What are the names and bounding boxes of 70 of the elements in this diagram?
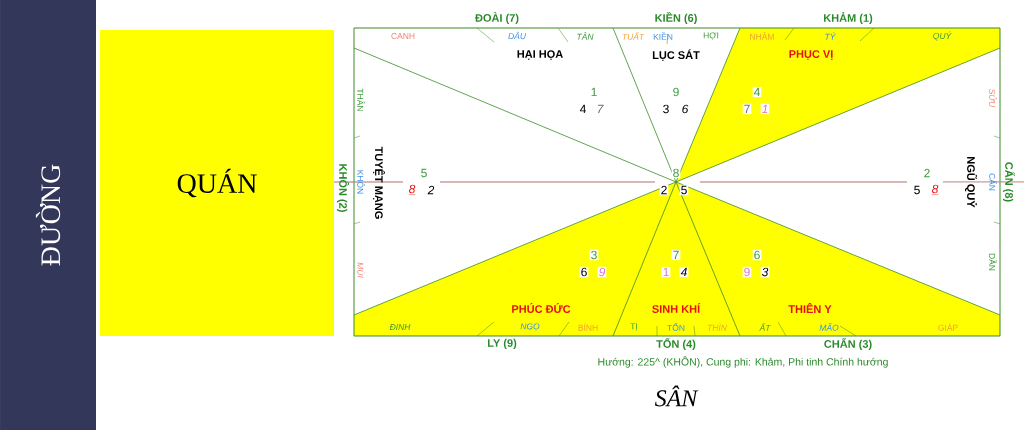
sector-label: LỤC SÁT xyxy=(652,49,700,61)
note: Hướng: 225^ (KHÔN), Cung phi: Khảm, Phi tinh Chính hướng xyxy=(598,356,888,368)
mountain-label: NGỌ xyxy=(520,323,540,331)
mountain-label: HỢI xyxy=(703,32,719,40)
compass-heading: LY (9) xyxy=(487,338,517,350)
sector-label: HẠI HỌA xyxy=(517,50,563,60)
star-number: 4 xyxy=(679,266,689,278)
star-number: 2 xyxy=(427,185,435,195)
star-number: 9 xyxy=(742,266,752,278)
compass-heading: KHẢM (1) xyxy=(824,11,873,25)
star-number: 8 xyxy=(671,167,681,179)
star-number: 1 xyxy=(661,266,671,278)
compass-heading: KIỀN (6) xyxy=(655,11,697,25)
yard-label: SÂN xyxy=(654,385,699,407)
mountain-label: TỊ xyxy=(630,323,637,331)
star-number: 7 xyxy=(742,103,752,115)
mountain-label: DẦN xyxy=(989,253,997,271)
mountain-label: GIÁP xyxy=(938,323,958,331)
star-number: 5 xyxy=(679,184,689,196)
star-number: 3 xyxy=(589,249,599,261)
mountain-label: KHÔN xyxy=(357,170,365,194)
mountain-label: ĐINH xyxy=(389,324,411,330)
mountain-label: NHÂM xyxy=(750,32,774,40)
star-number: 5 xyxy=(914,185,920,195)
star-number: 1 xyxy=(760,103,770,115)
mountain-label: TÝ xyxy=(825,32,836,40)
mountain-label: QUÝ xyxy=(933,31,952,41)
compass-heading: CẤN (8) xyxy=(1002,162,1016,202)
star-number: 6 xyxy=(579,266,589,278)
star-number: 7 xyxy=(597,104,604,114)
mountain-label: DẬU xyxy=(508,31,526,41)
star-number: 8 xyxy=(931,184,939,195)
mountain-label: MÙI xyxy=(357,262,365,278)
star-number: 4 xyxy=(579,104,586,114)
sector-label: TUYỆT MẠNG xyxy=(373,146,385,219)
mountain-label: BÍNH xyxy=(578,323,598,331)
star-number: 3 xyxy=(760,266,770,278)
star-number: 9 xyxy=(597,266,607,278)
sector-label: PHỤC VỊ xyxy=(789,50,833,60)
sector-label: SINH KHÍ xyxy=(652,303,701,313)
mountain-label: KIỀN xyxy=(653,32,673,40)
star-number: 5 xyxy=(421,168,427,178)
shop-box: QUÁN xyxy=(100,30,334,336)
compass-heading: ĐOÀI (7) xyxy=(475,12,519,24)
mountain-label: TỐN xyxy=(667,323,685,331)
mountain-label: THÌN xyxy=(707,323,727,331)
mountain-label: ẤT xyxy=(759,323,771,331)
sector-label: THIÊN Y xyxy=(788,303,832,313)
mountain-label: TUẤT xyxy=(622,32,645,40)
mountain-label: CẤN xyxy=(989,173,997,191)
star-number: 2 xyxy=(659,184,669,196)
mountain-label: TÂN xyxy=(577,32,594,40)
mountain-label: SỬU xyxy=(989,88,997,108)
star-number: 8 xyxy=(408,184,416,195)
star-number: 1 xyxy=(591,87,597,97)
sector-label: NGŨ QUỶ xyxy=(965,157,977,208)
star-number: 4 xyxy=(752,86,762,98)
star-number: 9 xyxy=(673,87,679,97)
star-number: 3 xyxy=(663,104,669,114)
compass-heading: CHẤN (3) xyxy=(824,337,872,351)
mountain-label: MÃO xyxy=(819,323,839,331)
star-number: 7 xyxy=(671,249,681,261)
star-number: 6 xyxy=(682,104,689,114)
star-number: 2 xyxy=(924,168,930,178)
sector-label: PHÚC ĐỨC xyxy=(512,303,571,313)
mountain-label: THÂN xyxy=(357,88,365,111)
mountain-label: CANH xyxy=(391,33,415,39)
street-band: ĐƯỜNG xyxy=(0,0,96,430)
compass-heading: TỐN (4) xyxy=(656,337,696,351)
star-number: 6 xyxy=(752,249,762,261)
